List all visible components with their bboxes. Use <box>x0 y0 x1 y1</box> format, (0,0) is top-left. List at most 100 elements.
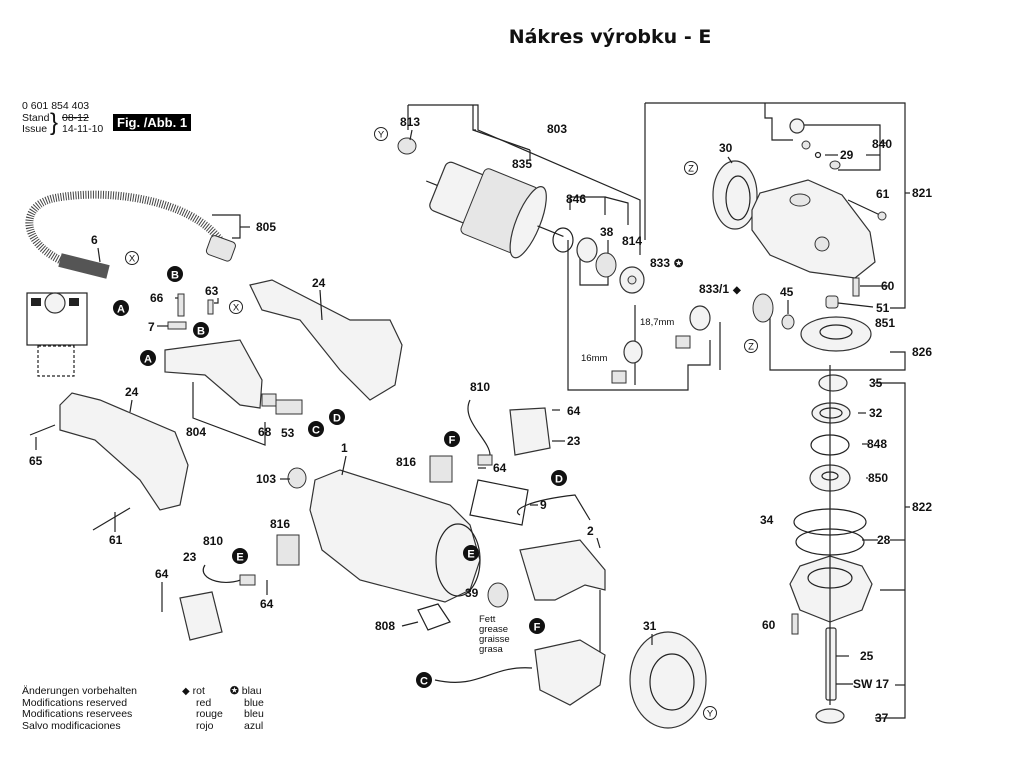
red-marker-833-1: ◆ <box>732 285 741 296</box>
cover-23a <box>509 407 551 456</box>
label-66: 66 <box>150 291 164 305</box>
ref-z-1: Z <box>684 161 698 175</box>
blue-star-icon: ✪ <box>230 685 239 697</box>
legend-blue-fr: bleu <box>244 708 264 720</box>
svg-text:F: F <box>534 622 541 634</box>
bearing-813 <box>397 137 417 155</box>
svg-text:Z: Z <box>748 342 754 353</box>
dim-16mm: 16mm <box>581 353 607 364</box>
cable-810a <box>467 399 491 456</box>
screw-61b <box>92 507 131 531</box>
svg-text:D: D <box>333 413 341 425</box>
crown-gear-826 <box>800 316 872 352</box>
svg-text:E: E <box>236 552 243 564</box>
label-64d: 64 <box>260 597 274 611</box>
blue-marker-833: ✪ <box>673 258 684 270</box>
label-810a: 810 <box>470 380 490 394</box>
ring-32 <box>811 402 851 424</box>
label-803: 803 <box>547 122 567 136</box>
bearing-16mm <box>623 340 643 364</box>
svg-text:C: C <box>420 676 428 688</box>
label-61a: 61 <box>876 187 890 201</box>
brace-glyph: } <box>50 109 59 136</box>
label-60b: 60 <box>762 618 776 632</box>
label-805: 805 <box>256 220 276 234</box>
label-2: 2 <box>587 524 594 538</box>
cover-23b <box>179 591 223 641</box>
label-103: 103 <box>256 472 276 486</box>
part-number: 0 601 854 403 <box>22 100 90 112</box>
legend-blue: ✪ blau blue bleu azul <box>230 685 264 732</box>
fan-39 <box>487 582 509 608</box>
legend-changes: Änderungen vorbehalten Modifications res… <box>22 685 137 732</box>
label-51: 51 <box>876 301 890 315</box>
svg-text:D: D <box>555 474 563 486</box>
label-61b: 61 <box>109 533 123 547</box>
wiring-diagram <box>26 292 88 377</box>
screw-63 <box>207 299 214 315</box>
label-814: 814 <box>622 234 642 248</box>
label-39: 39 <box>465 586 479 600</box>
ref-y-1: Y <box>374 127 388 141</box>
label-35: 35 <box>869 376 883 390</box>
grease-note-de: Fett <box>479 614 496 625</box>
label-826: 826 <box>912 345 932 359</box>
part-shapes <box>25 118 887 729</box>
svg-text:Z: Z <box>688 164 694 175</box>
label-833-1: 833/1 <box>699 282 729 296</box>
stand-label: Stand <box>22 112 50 124</box>
connector-f-2: F <box>529 618 545 634</box>
field-coil-lower <box>534 639 606 706</box>
label-64c: 64 <box>155 567 169 581</box>
grease-note-es: grasa <box>479 644 503 655</box>
screw-60b <box>791 613 799 635</box>
connector-e-1: E <box>463 545 479 561</box>
label-65: 65 <box>29 454 43 468</box>
screw-61 <box>847 199 881 216</box>
svg-text:C: C <box>312 425 320 437</box>
needle-38 <box>595 252 617 278</box>
connector-f-1: F <box>444 431 460 447</box>
end-shield-31 <box>629 631 707 729</box>
label-68: 68 <box>258 425 272 439</box>
label-851: 851 <box>875 316 895 330</box>
label-25: 25 <box>860 649 874 663</box>
nut-45 <box>781 314 795 330</box>
label-9: 9 <box>540 498 547 512</box>
part-68 <box>261 393 277 407</box>
screw-66 <box>177 293 185 317</box>
clip-7 <box>167 321 187 330</box>
legend-changes-en: Modifications reserved <box>22 696 128 709</box>
label-808 <box>417 603 451 631</box>
ref-y-2: Y <box>703 706 717 720</box>
legend-red-es: rojo <box>196 719 214 732</box>
spindle-25 <box>825 627 837 701</box>
label-7: 7 <box>148 320 155 334</box>
label-816b: 816 <box>270 517 290 531</box>
legend-blue-de: blau <box>241 685 262 697</box>
legend-red: ◆ rot red rouge rojo <box>182 685 223 732</box>
connector-b-1: B <box>167 266 183 282</box>
part-53 <box>275 399 303 415</box>
assembly-frames <box>407 102 910 719</box>
svg-text:A: A <box>117 304 125 316</box>
label-850: 850 <box>868 471 888 485</box>
power-cord-805 <box>25 190 224 264</box>
needle-cage-b <box>611 370 627 384</box>
stand-value: 08-12 <box>62 112 89 124</box>
label-810b: 810 <box>203 534 223 548</box>
red-diamond-icon: ◆ <box>182 686 190 697</box>
svg-text:X: X <box>233 303 240 314</box>
legend-blue-en: blue <box>244 696 264 709</box>
label-34: 34 <box>760 513 774 527</box>
legend-red-en: red <box>196 696 212 709</box>
label-29: 29 <box>840 148 854 162</box>
label-1: 1 <box>341 441 348 455</box>
label-28: 28 <box>877 533 891 547</box>
figure-label: Fig. /Abb. 1 <box>113 114 192 131</box>
label-31: 31 <box>643 619 657 633</box>
svg-text:Y: Y <box>378 130 385 141</box>
legend-changes-fr: Modifications reservees <box>22 708 133 720</box>
label-808: 808 <box>375 619 395 633</box>
